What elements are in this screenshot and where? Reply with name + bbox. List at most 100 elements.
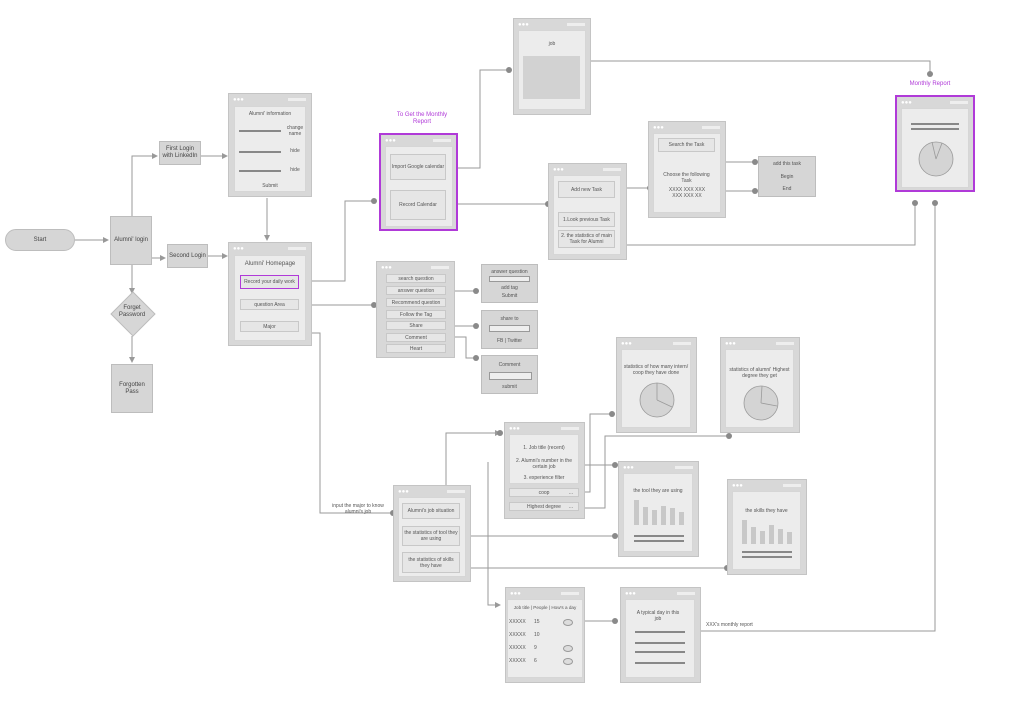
task-codes-2: XXX XXX XX [672,193,702,199]
skills-chart-title: the skills they have [745,508,788,514]
first-login-node[interactable]: First Login with LinkedIn [159,141,201,165]
add-tag-button[interactable]: add tag [501,285,518,291]
tool-bar [679,512,684,525]
follow-tag-item[interactable]: Follow the Tag [386,310,446,319]
forgotten-pass-node[interactable]: Forgotten Pass [111,364,153,413]
comment-submit-button[interactable]: submit [502,384,517,390]
homepage-title: Alumni' Homepage [244,261,296,267]
coop-pie [639,382,675,418]
hide-toggle[interactable]: hide [290,167,300,173]
tool-bar [634,500,639,525]
job-window: ●●● job [513,18,591,115]
filter-coop[interactable]: coop [509,488,579,497]
typical-day-title: A typical day in this job [636,610,680,622]
comment-input[interactable] [489,372,532,380]
second-login-node[interactable]: Second Login [167,244,208,268]
major-button[interactable]: Major [240,321,299,332]
end-button[interactable]: End [782,186,792,192]
alumni-login-node[interactable]: Alumni' login [110,216,152,265]
look-previous-task-button[interactable]: 1.Look previous Task [558,212,615,227]
stats-coop-title: statistics of how many intern/ coop they… [623,364,689,376]
stats-coop-window: ●●● statistics of how many intern/ coop … [616,337,697,433]
table-row-people: 6 [534,658,537,664]
eye-icon[interactable] [563,619,573,626]
skill-bar [760,531,765,544]
eye-icon[interactable] [563,658,573,665]
job-table-window: ●●● Job title | People | How's a day XXX… [505,587,585,683]
task-codes: XXXX XXX XXX [668,187,706,193]
skill-bar [751,527,756,544]
stats-degree-title: statistics of alumni' Highest degree the… [729,367,790,379]
monthly-get-window: ●●● Import Google calendar Record Calend… [379,133,458,231]
monthly-report-label: Monthly Report [909,81,951,87]
filter-experience[interactable]: 3. experience filter [523,475,565,481]
search-task-button[interactable]: Search the Task [658,138,715,152]
hide-toggle[interactable]: hide [290,148,300,154]
submit-button[interactable]: Submit [262,183,278,189]
monthly-get-label: To Get the Monthly Report [396,112,448,125]
xxx-monthly-report-label: XXX's monthly report [706,622,753,628]
answer-panel [481,264,538,303]
coop-dots: ... [568,490,574,496]
share-item[interactable]: Share [386,321,446,330]
record-calendar-button[interactable]: Record Calendar [390,190,446,220]
table-row-people: 15 [534,619,540,625]
import-google-calendar-button[interactable]: Import Google calendar [390,154,446,180]
table-row-title: XXXXX [509,619,526,625]
table-row-people: 9 [534,645,537,651]
skills-statistics-button[interactable]: the statistics of skills they have [402,552,460,573]
eye-icon[interactable] [563,645,573,652]
answer-submit-button[interactable]: Submit [501,293,518,299]
comment-item[interactable]: Comment [386,333,446,342]
filter-alumni-number[interactable]: 2. Alumni's number in the certain job [516,458,572,470]
tool-bar [643,507,648,525]
heart-item[interactable]: Heart [386,344,446,353]
answer-question-item[interactable]: answer question [386,286,446,295]
tool-bar [670,508,675,525]
job-filters-window: ●●● 1. Job title (recent) 2. Alumni's nu… [504,422,585,519]
table-row-title: XXXXX [509,645,526,651]
tool-bar [661,506,666,525]
task-statistics-button[interactable]: 2. the statistics of main Task for Alumn… [558,230,615,248]
answer-input[interactable] [489,276,530,282]
begin-button[interactable]: Begin [780,174,794,180]
tool-statistics-button[interactable]: the statistics of tool they are using [402,526,460,546]
record-daily-work-button[interactable]: Record your daily work [240,275,299,289]
start-node[interactable]: Start [5,229,75,251]
typical-day-window: ●●● A typical day in this job [620,587,701,683]
monthly-report-window: ●●● [895,95,975,192]
table-row-title: XXXXX [509,658,526,664]
job-title: job [548,41,556,47]
table-row-people: 10 [534,632,540,638]
alumni-info-window: ●●● Alumni' information change name hide… [228,93,312,197]
homepage-window: ●●● Alumni' Homepage Record your daily w… [228,242,312,346]
tool-chart-title: the tool they are using [633,488,683,494]
question-menu-window: ●●● search question answer question Reco… [376,261,455,358]
filter-job-title[interactable]: 1. Job title (recent) [523,445,565,451]
tool-chart-window: ●●● the tool they are using [618,461,699,557]
share-input[interactable] [489,325,530,332]
search-task-window: ●●● Search the Task Choose the following… [648,121,726,218]
skill-bar [787,532,792,544]
comment-panel-title: Comment [498,362,521,368]
skill-bar [778,529,783,544]
add-this-task-button[interactable]: add this task [772,161,802,167]
skills-chart-window: ●●● the skills they have [727,479,807,575]
task-window: ●●● Add new Task 1.Look previous Task 2.… [548,163,627,260]
filter-highest-degree[interactable]: Highest degree [509,502,579,511]
job-image-placeholder [523,56,580,99]
tool-bar [652,510,657,525]
job-situation-button[interactable]: Alumni's job situation [402,503,460,519]
recommend-question-item[interactable]: Recommend question [386,298,446,307]
share-targets[interactable]: FB | Twitter [496,338,523,344]
answer-panel-title: answer question [491,269,528,275]
choose-task-label: Choose the following Task [663,172,710,184]
stats-degree-window: ●●● statistics of alumni' Highest degree… [720,337,800,433]
change-name-label[interactable]: change name [286,125,304,137]
skill-bar [742,520,747,544]
job-situation-window: ●●● Alumni's job situation the statistic… [393,485,471,582]
question-area-button[interactable]: question Area [240,299,299,310]
search-question-item[interactable]: search question [386,274,446,283]
add-new-task-button[interactable]: Add new Task [558,181,615,198]
